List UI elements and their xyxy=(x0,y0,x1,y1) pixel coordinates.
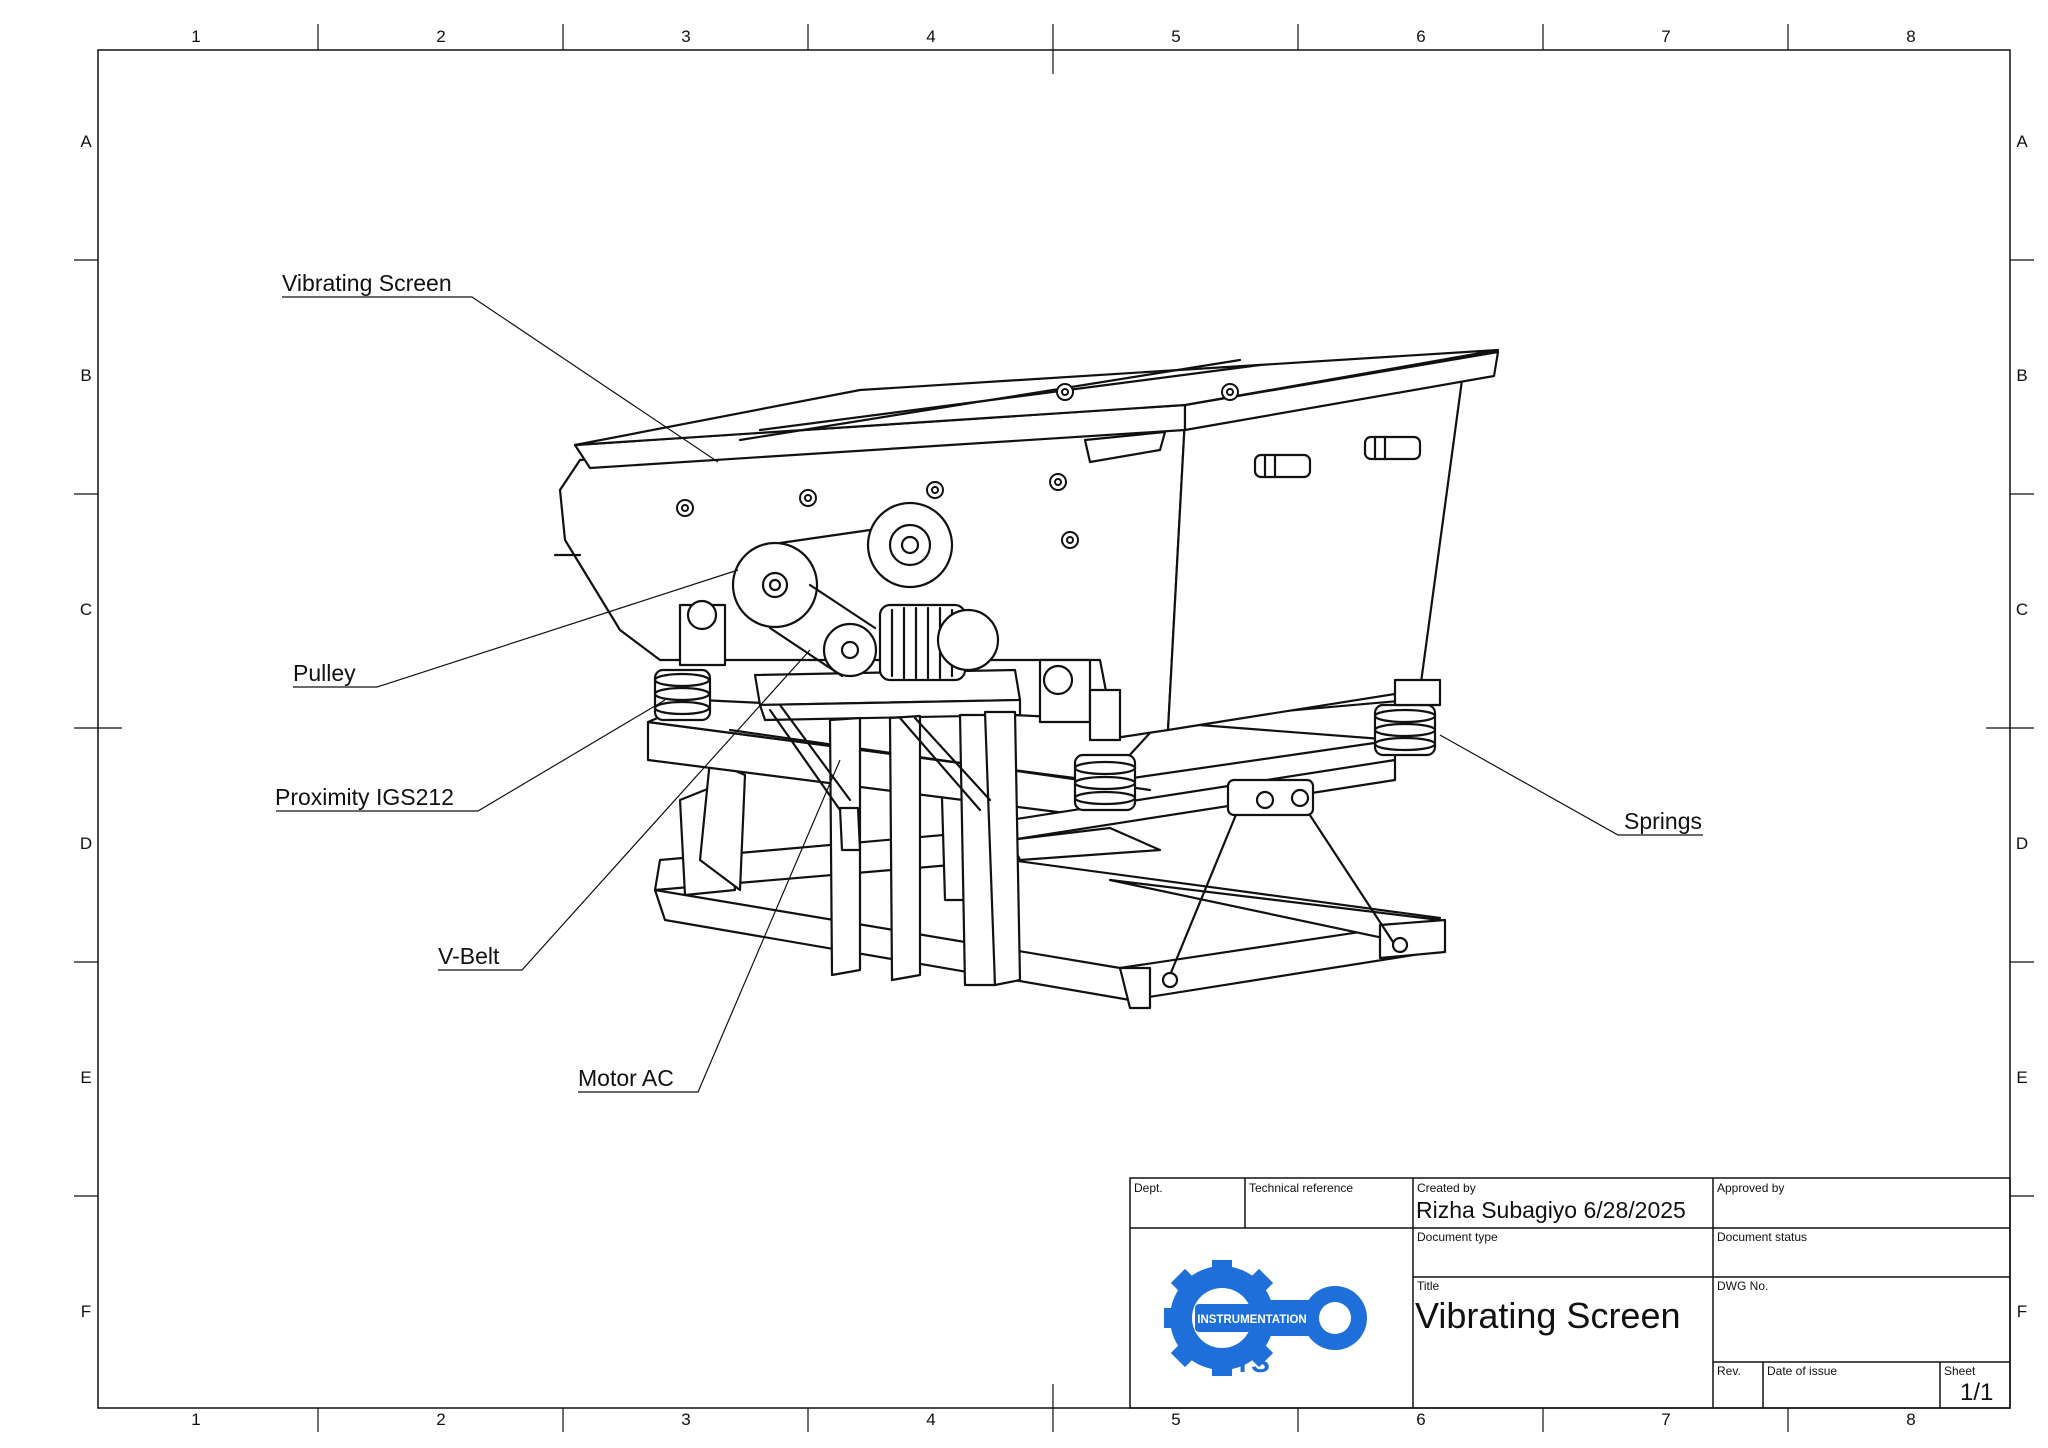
pulleys xyxy=(731,501,954,678)
company-logo: INSTRUMENTATION iTS xyxy=(1164,1260,1367,1378)
grid-row-right-c: C xyxy=(2015,600,2029,619)
title-block-grid xyxy=(1129,1177,2011,1409)
spring-left xyxy=(653,599,727,722)
title-value: Vibrating Screen xyxy=(1415,1295,1681,1336)
grid-col-bottom-6: 6 xyxy=(1416,1410,1426,1429)
doc-status-label: Document status xyxy=(1717,1230,1808,1244)
grid-row-left-c: C xyxy=(79,600,93,619)
grid-col-bottom-2: 2 xyxy=(436,1410,446,1429)
created-by-label: Created by xyxy=(1417,1181,1476,1195)
grid-col-top-1: 1 xyxy=(191,27,201,46)
grid-col-top-6: 6 xyxy=(1416,27,1426,46)
tech-ref-label: Technical reference xyxy=(1249,1181,1354,1195)
label-proximity: Proximity IGS212 xyxy=(275,784,454,810)
label-v-belt: V-Belt xyxy=(438,943,500,969)
grid-col-top-4: 4 xyxy=(926,27,936,46)
bottom-ruler xyxy=(317,1384,1789,1432)
spring-center xyxy=(1038,658,1137,812)
leader-lines xyxy=(276,296,1703,1093)
tie-rods xyxy=(1161,778,1409,989)
grid-row-right-d: D xyxy=(2015,834,2029,853)
sheet-value: 1/1 xyxy=(1960,1379,1994,1406)
grid-col-top-3: 3 xyxy=(681,27,691,46)
grid-row-left-f: F xyxy=(80,1302,92,1321)
grid-col-bottom-8: 8 xyxy=(1906,1410,1916,1429)
motor-ac xyxy=(878,603,1000,682)
spring-right xyxy=(1373,678,1442,757)
label-springs: Springs xyxy=(1624,808,1702,834)
date-of-issue-label: Date of issue xyxy=(1767,1364,1838,1378)
grid-row-left-e: E xyxy=(80,1068,92,1087)
grid-col-bottom-3: 3 xyxy=(681,1410,691,1429)
grid-row-left-b: B xyxy=(80,366,92,385)
sheet-label: Sheet xyxy=(1944,1364,1976,1378)
approved-by-label: Approved by xyxy=(1717,1181,1785,1195)
grid-row-right-e: E xyxy=(2016,1068,2028,1087)
v-belt xyxy=(768,528,877,678)
grid-col-bottom-4: 4 xyxy=(926,1410,936,1429)
dwg-no-label: DWG No. xyxy=(1717,1279,1769,1293)
machine-drawing xyxy=(553,348,1500,1010)
logo-text: INSTRUMENTATION xyxy=(1197,1314,1306,1326)
grid-col-top-2: 2 xyxy=(436,27,446,46)
grid-row-right-a: A xyxy=(2016,132,2028,151)
grid-col-top-5: 5 xyxy=(1171,27,1181,46)
doc-type-label: Document type xyxy=(1417,1230,1498,1244)
grid-col-bottom-5: 5 xyxy=(1171,1410,1181,1429)
side-bolts xyxy=(676,383,1239,549)
label-motor-ac: Motor AC xyxy=(578,1065,674,1091)
grid-row-right-b: B xyxy=(2016,366,2028,385)
rev-label: Rev. xyxy=(1717,1364,1741,1378)
created-by-value: Rizha Subagiyo 6/28/2025 xyxy=(1416,1197,1686,1223)
left-ruler xyxy=(74,259,122,1197)
label-vibrating-screen: Vibrating Screen xyxy=(282,270,452,296)
logo-sub: iTS xyxy=(1226,1347,1270,1378)
right-ruler xyxy=(1986,259,2034,1197)
grid-col-top-8: 8 xyxy=(1906,27,1916,46)
label-pulley: Pulley xyxy=(293,660,356,686)
grid-col-bottom-7: 7 xyxy=(1661,1410,1671,1429)
grid-row-right-f: F xyxy=(2016,1302,2028,1321)
dept-label: Dept. xyxy=(1134,1181,1163,1195)
grid-col-bottom-1: 1 xyxy=(191,1410,201,1429)
grid-row-left-d: D xyxy=(79,834,93,853)
grid-row-left-a: A xyxy=(80,132,92,151)
fittings xyxy=(1253,435,1422,479)
grid-col-top-7: 7 xyxy=(1661,27,1671,46)
title-label: Title xyxy=(1417,1279,1440,1293)
motor-stand xyxy=(753,668,1022,987)
drawing-border xyxy=(97,49,2011,1409)
top-ruler xyxy=(317,24,1789,74)
